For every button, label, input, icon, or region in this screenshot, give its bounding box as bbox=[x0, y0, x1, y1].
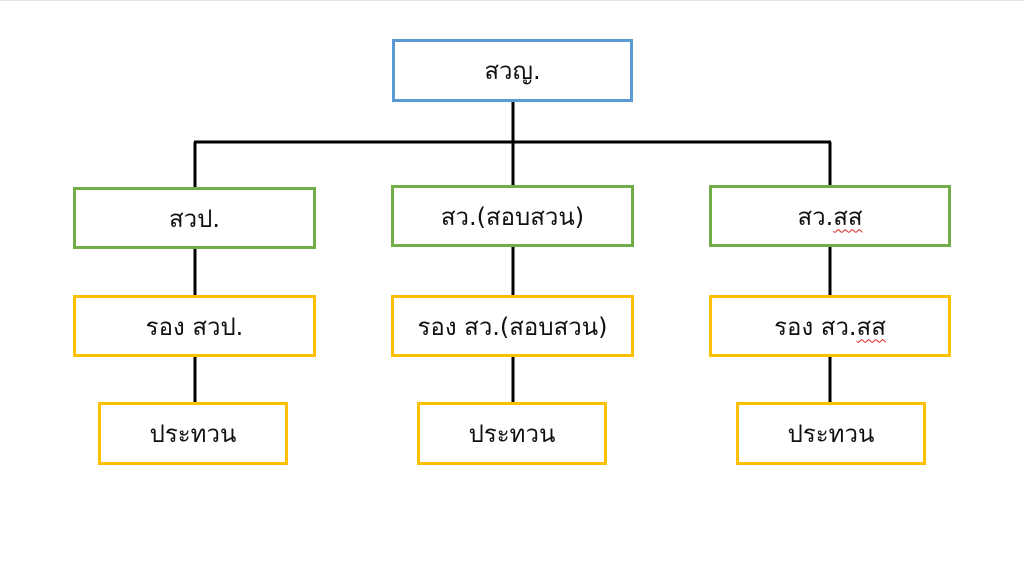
deputy-label-2: รอง สว.(สอบสวน) bbox=[417, 312, 608, 341]
deputy-label-1: รอง สวป. bbox=[145, 312, 244, 341]
root-label: สวญ. bbox=[484, 57, 541, 85]
division-label-1: สวป. bbox=[169, 204, 220, 233]
division-label-2: สว.(สอบสวน) bbox=[440, 202, 585, 231]
top-divider bbox=[0, 0, 1024, 1]
staff-label-2: ประทวน bbox=[468, 420, 556, 448]
division-node-1: สวป. bbox=[73, 187, 316, 249]
deputy-label-3-prefix: รอง สว. bbox=[774, 312, 857, 341]
root-node: สวญ. bbox=[392, 39, 633, 102]
division-node-3: สว.สส bbox=[709, 185, 951, 247]
staff-label-1: ประทวน bbox=[149, 420, 237, 448]
division-node-2: สว.(สอบสวน) bbox=[391, 185, 634, 247]
division-label-3: สว.สส bbox=[797, 197, 862, 236]
deputy-node-3: รอง สว.สส bbox=[709, 295, 951, 357]
staff-node-3: ประทวน bbox=[736, 402, 926, 465]
staff-node-1: ประทวน bbox=[98, 402, 288, 465]
division-label-3-prefix: สว. bbox=[797, 202, 834, 231]
deputy-node-2: รอง สว.(สอบสวน) bbox=[391, 295, 634, 357]
staff-node-2: ประทวน bbox=[417, 402, 607, 465]
division-label-3-flagged: สส bbox=[833, 202, 863, 231]
deputy-node-1: รอง สวป. bbox=[73, 295, 316, 357]
deputy-label-3-flagged: สส bbox=[856, 312, 886, 341]
staff-label-3: ประทวน bbox=[787, 420, 875, 448]
deputy-label-3: รอง สว.สส bbox=[774, 307, 886, 346]
